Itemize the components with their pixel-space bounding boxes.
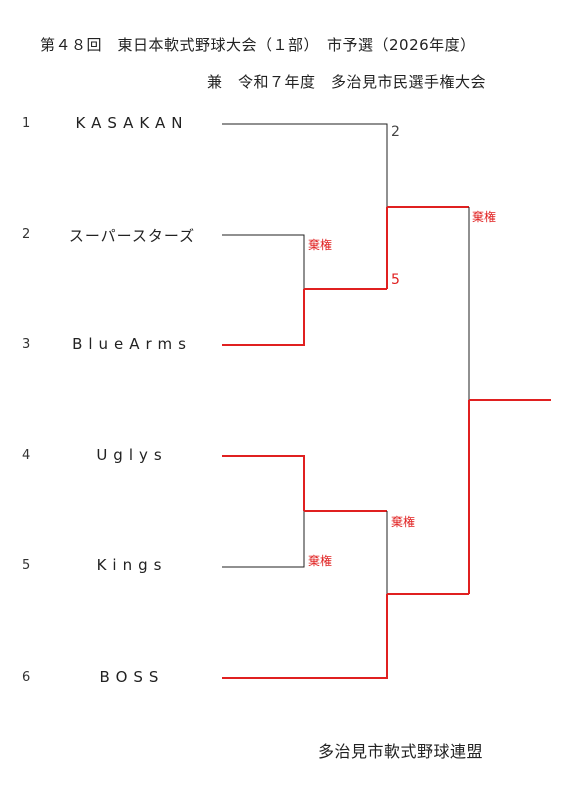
team-name: Kings bbox=[96, 556, 168, 574]
bracket-line-team5 bbox=[222, 511, 305, 568]
organizer-name: 多治見市軟式野球連盟 bbox=[318, 742, 484, 761]
score-label: 2 bbox=[391, 124, 400, 140]
seed-number: 6 bbox=[22, 670, 31, 685]
team-name: スーパースターズ bbox=[68, 227, 196, 245]
seed-number: 4 bbox=[22, 448, 31, 463]
team-name: BOSS bbox=[99, 668, 165, 686]
bracket-line-team2 bbox=[222, 234, 305, 289]
team-name: BlueArms bbox=[72, 335, 192, 353]
forfeit-label: 棄権 bbox=[308, 554, 333, 568]
seed-number: 2 bbox=[22, 227, 31, 242]
seed-number: 5 bbox=[22, 558, 31, 573]
forfeit-label: 棄権 bbox=[391, 515, 416, 529]
seed-number: 1 bbox=[22, 116, 31, 131]
tournament-subtitle: 兼 令和７年度 多治見市民選手権大会 bbox=[207, 73, 487, 91]
team-name: KASAKAN bbox=[75, 114, 189, 132]
bracket-line-team1 bbox=[222, 123, 388, 207]
bracket-line-team6 bbox=[222, 594, 388, 679]
forfeit-label: 棄権 bbox=[308, 238, 333, 252]
seed-number: 3 bbox=[22, 337, 31, 352]
score-label: 5 bbox=[391, 272, 400, 288]
forfeit-label: 棄権 bbox=[472, 210, 497, 224]
bracket-line-team3 bbox=[222, 289, 305, 346]
team-name: Uglys bbox=[96, 446, 168, 464]
tournament-title: 第４８回 東日本軟式野球大会（１部） 市予選（2026年度） bbox=[40, 36, 476, 54]
bracket-line-team4 bbox=[222, 455, 305, 511]
